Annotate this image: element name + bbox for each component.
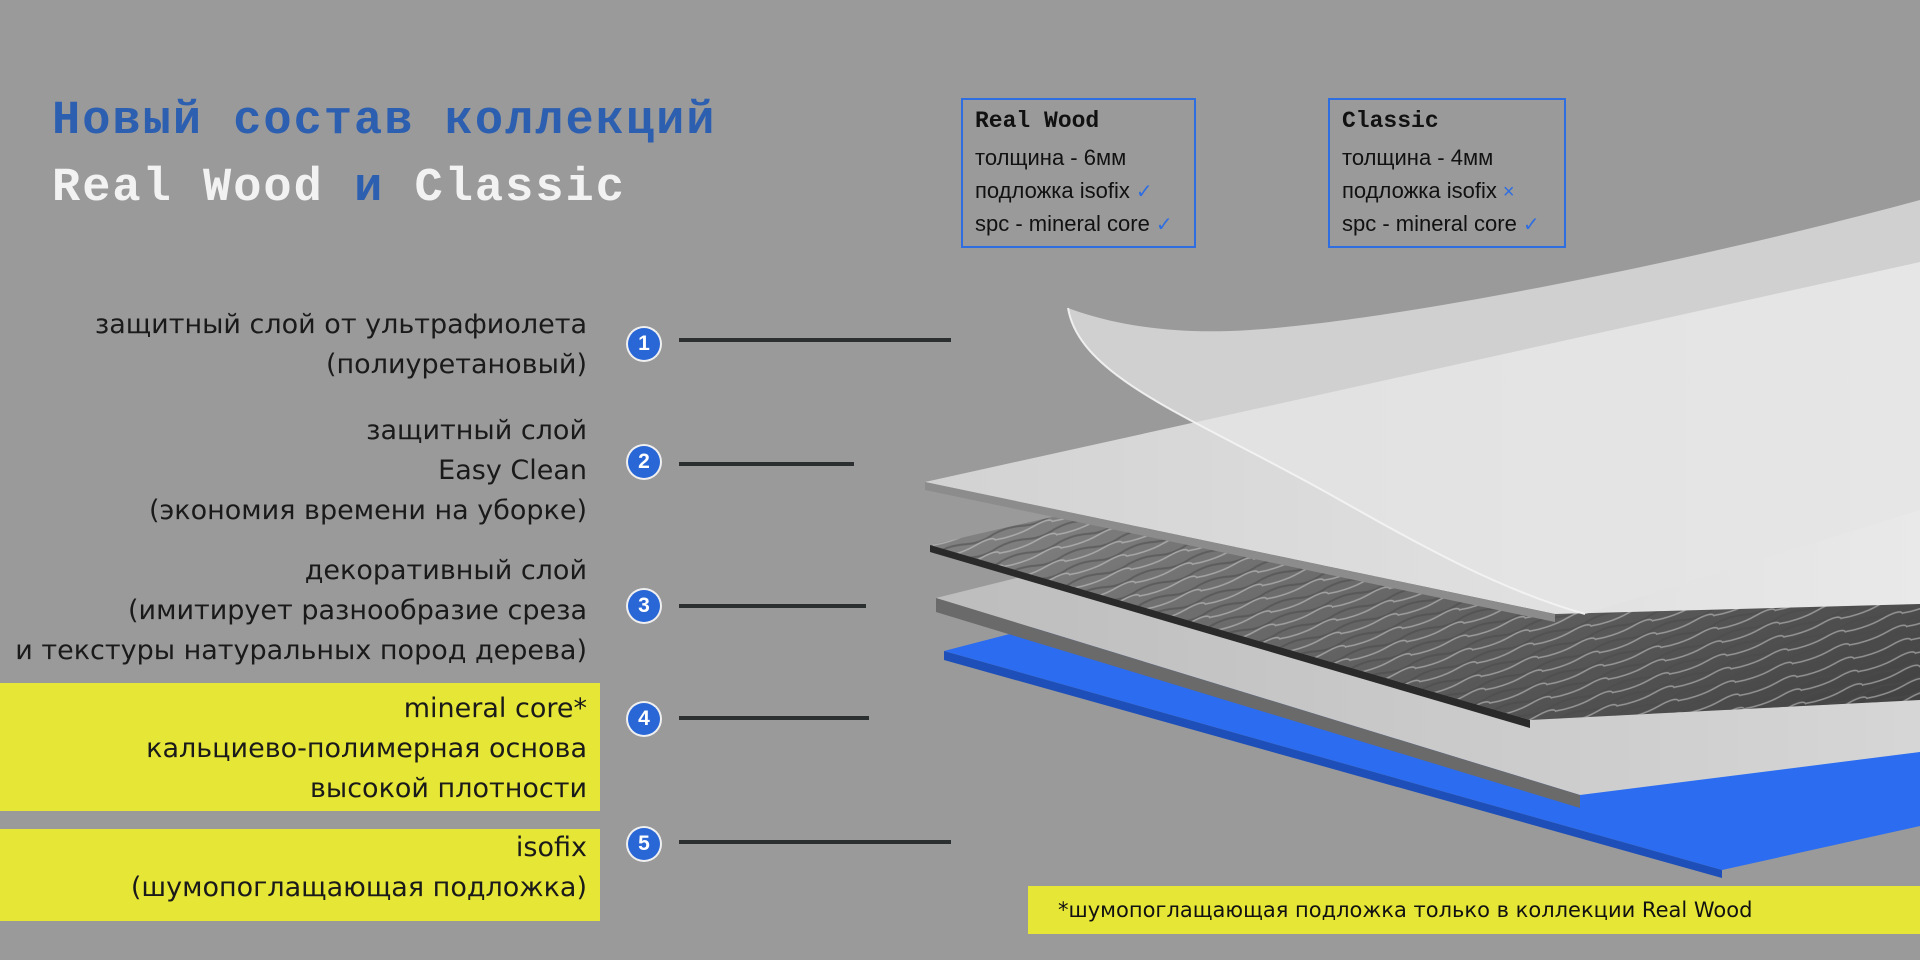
layer-2-number-badge: 2 — [628, 446, 660, 478]
layer-3-leader-line — [679, 604, 866, 608]
highlight-band-mineral-core — [0, 683, 600, 811]
footnote: *шумопоглащающая подложка только в колле… — [1028, 886, 1920, 934]
highlight-band-isofix — [0, 829, 600, 921]
spec-row: толщина - 4мм — [1342, 145, 1494, 170]
spec-row: spc - mineral core✓ — [975, 211, 1173, 236]
spec-row: толщина - 6мм — [975, 145, 1127, 170]
title-line-1: Новый состав коллекций — [52, 95, 717, 148]
layer-5-leader-line — [679, 840, 951, 844]
layer-4-leader-line — [679, 716, 869, 720]
spec-box-real-wood: Real Wood толщина - 6мм подложка isofix✓… — [961, 98, 1196, 248]
layer-2-leader-line — [679, 462, 854, 466]
layer-4-description: mineral core* кальциево-полимерная основ… — [146, 693, 587, 804]
spec-title: Classic — [1342, 108, 1439, 134]
spec-title: Real Wood — [975, 108, 1100, 134]
spec-row: spc - mineral core✓ — [1342, 211, 1540, 236]
layer-3-description: декоративный слой (имитирует разнообрази… — [15, 555, 587, 666]
layer-1-number-badge: 1 — [628, 328, 660, 360]
title-classic: Classic — [414, 162, 626, 215]
title-real-wood: Real Wood — [52, 162, 324, 215]
spec-row: подложка isofix✓ — [975, 178, 1153, 203]
check-icon: ✓ — [1522, 214, 1540, 236]
layer-5-description: isofix (шумопоглащающая подложка) — [130, 832, 587, 903]
layer-1-description: защитный слой от ультрафиолета (полиурет… — [94, 309, 587, 380]
title-line-2: Real Wood и Classic — [52, 155, 717, 222]
spec-box-classic: Classic толщина - 4мм подложка isofix× s… — [1328, 98, 1566, 248]
cross-icon: × — [1502, 181, 1515, 203]
layer-1-leader-line — [679, 338, 951, 342]
page-title: Новый состав коллекций Real Wood и Class… — [52, 88, 717, 222]
check-icon: ✓ — [1135, 181, 1153, 203]
title-conjunction: и — [354, 162, 385, 215]
layer-4-number-badge: 4 — [628, 703, 660, 735]
uv-film-layer — [1067, 200, 1920, 615]
layer-3-number-badge: 3 — [628, 590, 660, 622]
layer-5-number-badge: 5 — [628, 828, 660, 860]
layer-2-description: защитный слой Easy Clean (экономия време… — [148, 415, 587, 526]
spec-row: подложка isofix× — [1342, 178, 1515, 203]
check-icon: ✓ — [1155, 214, 1173, 236]
